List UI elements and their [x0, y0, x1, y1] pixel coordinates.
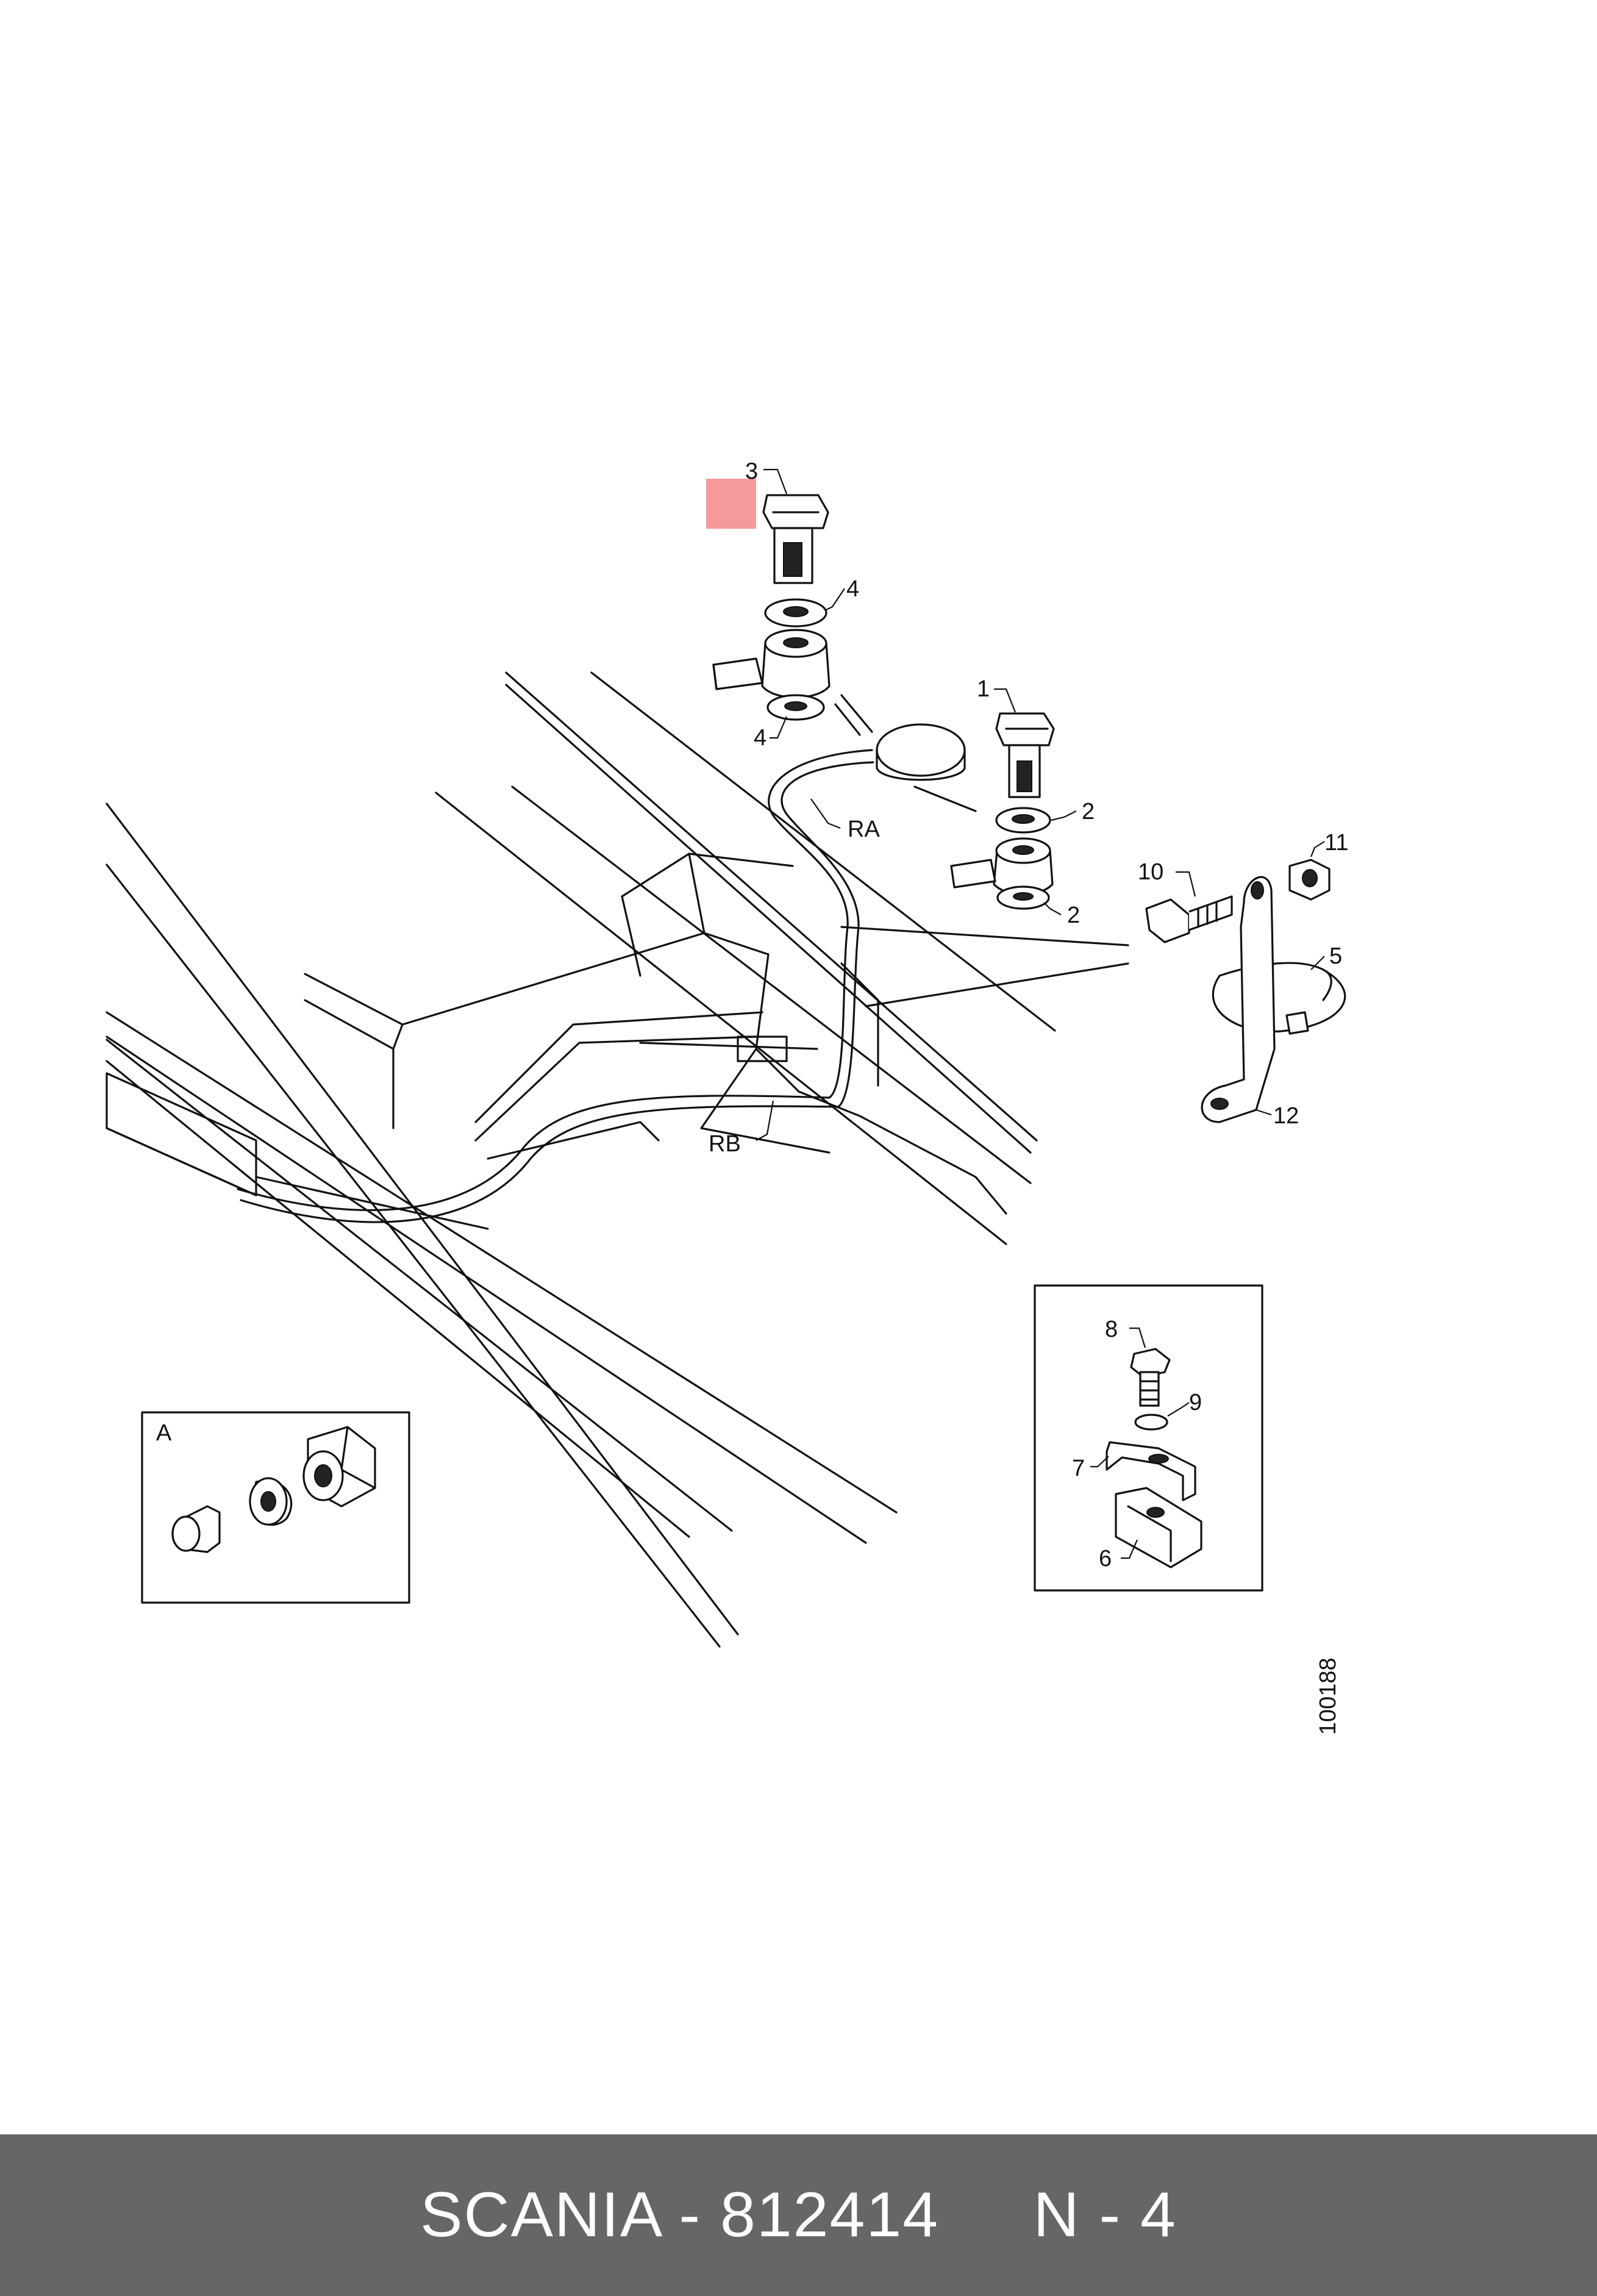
leader-lines	[756, 468, 1325, 1559]
callout-2-lower: 2	[1067, 903, 1080, 928]
bracket-12	[1201, 876, 1276, 1123]
callout-2-upper: 2	[1082, 799, 1095, 824]
nut-11	[1288, 859, 1331, 901]
footer-text: SCANIA - 812414 N - 4	[420, 2180, 1177, 2250]
callout-9: 9	[1189, 1390, 1202, 1415]
washer-2-lower	[996, 885, 1050, 910]
callout-4-lower: 4	[754, 725, 766, 751]
callout-8: 8	[1105, 1317, 1118, 1342]
chassis-frame	[105, 671, 1056, 1648]
callout-labels: 3 4 4 1 2 2 RA RB 10 11 5 12 8 9 7 6 A 1…	[156, 459, 1348, 1735]
brake-pipes	[237, 694, 1129, 1223]
callout-1: 1	[977, 676, 990, 702]
callout-3: 3	[745, 459, 758, 484]
callout-7: 7	[1072, 1456, 1085, 1481]
pipe-label-rb: RB	[709, 1131, 741, 1157]
washer-4-lower	[766, 694, 825, 721]
highlight-marker	[706, 479, 756, 529]
washer-2-upper	[995, 807, 1051, 834]
drawing-number: 100188	[1315, 1658, 1341, 1735]
banjo-bolt-1	[995, 712, 1055, 798]
banjo-bolt-3	[706, 479, 829, 584]
parts-diagram: 3 4 4 1 2 2 RA RB 10 11 5 12 8 9 7 6 A 1…	[105, 459, 1348, 1735]
detail-a-label: A	[156, 1420, 172, 1446]
callout-12: 12	[1273, 1103, 1299, 1129]
pipe-label-ra: RA	[848, 817, 880, 842]
callout-10: 10	[1138, 859, 1163, 885]
footer-bar: SCANIA - 812414 N - 4	[0, 2134, 1597, 2296]
detail-box-a	[141, 1411, 410, 1604]
banjo-fitting-upper	[712, 629, 831, 699]
callout-6: 6	[1099, 1546, 1112, 1572]
bolt-10	[1145, 895, 1233, 943]
callout-11: 11	[1324, 830, 1348, 856]
detail-box-clamp	[1034, 1284, 1263, 1592]
washer-4-upper	[764, 598, 827, 628]
banjo-fitting-lower	[950, 837, 1054, 895]
clamp-5	[1212, 962, 1346, 1035]
callout-5: 5	[1329, 943, 1342, 969]
callout-4-upper: 4	[846, 576, 859, 602]
